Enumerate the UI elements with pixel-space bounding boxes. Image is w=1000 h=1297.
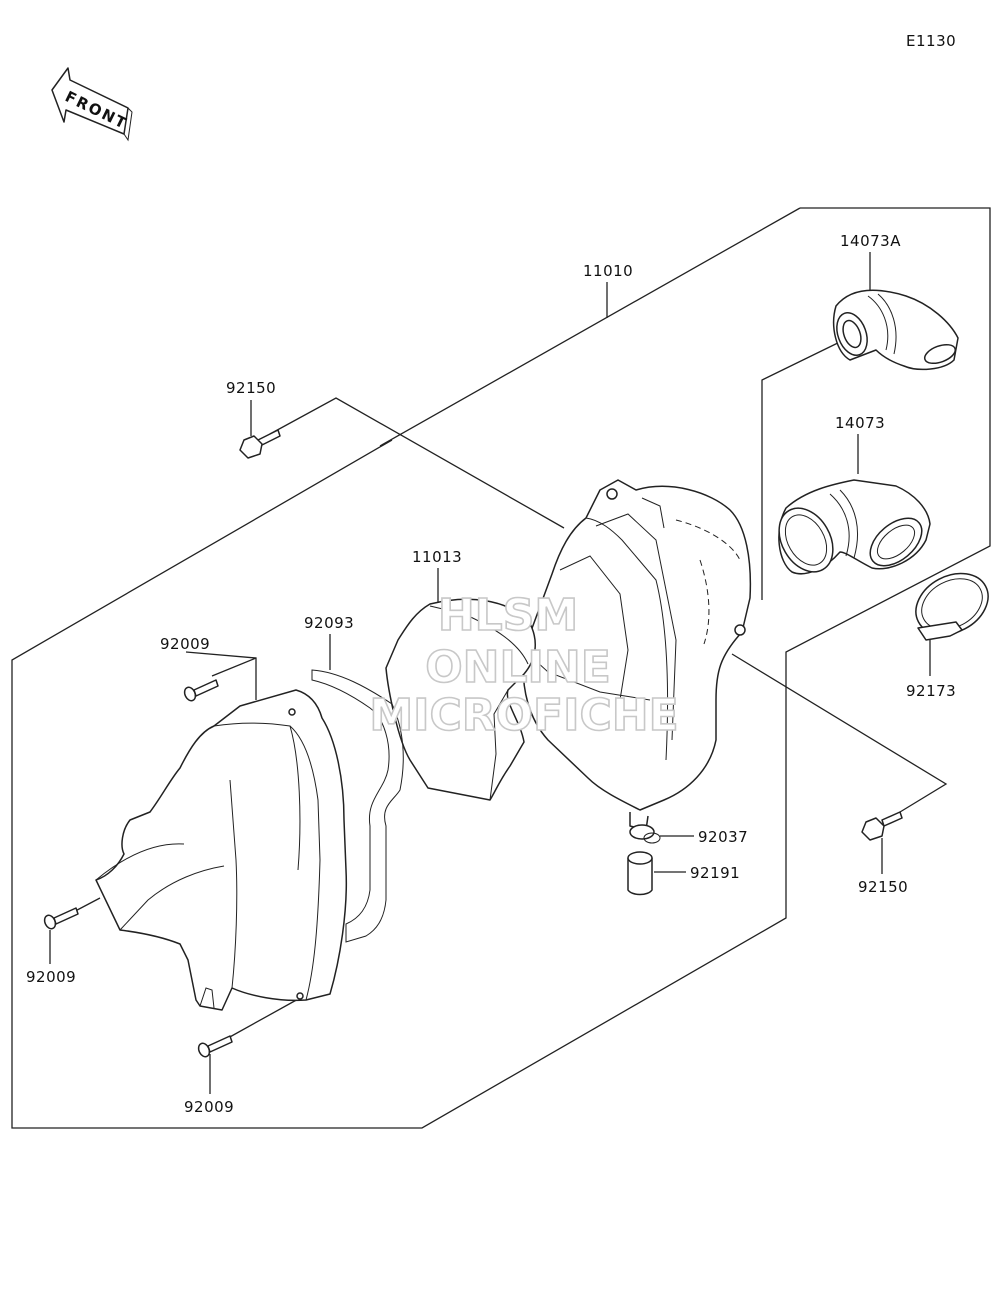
assembly-outline-inner [379, 207, 801, 447]
elbow-part-14073a [832, 289, 959, 371]
watermark-line-2: ONLINE [425, 642, 611, 693]
part-label-11010[interactable]: 11010 [583, 262, 633, 280]
part-label-92173[interactable]: 92173 [906, 682, 956, 700]
part-label-92009-top[interactable]: 92009 [160, 635, 210, 653]
diagram-code: E1130 [906, 32, 956, 50]
part-label-11013[interactable]: 11013 [412, 548, 462, 566]
part-label-14073[interactable]: 14073 [835, 414, 885, 432]
part-label-92093[interactable]: 92093 [304, 614, 354, 632]
leader-lines [49, 252, 948, 1094]
part-label-92009-left[interactable]: 92009 [26, 968, 76, 986]
screw-92009-bottom-icon [197, 1035, 233, 1058]
part-label-14073a[interactable]: 14073A [840, 232, 901, 250]
watermark-line-3: MICROFICHE [369, 690, 678, 741]
clamp-part-92173 [915, 572, 989, 641]
drain-cap-part-92191 [627, 851, 653, 896]
bolt-92150-top-icon [239, 429, 281, 459]
watermark-line-1: HLSM [438, 590, 578, 641]
front-arrow-icon: FRONT [51, 67, 133, 142]
part-label-92009-bottom[interactable]: 92009 [184, 1098, 234, 1116]
o-ring-part-92037 [629, 824, 661, 844]
part-label-92150-right[interactable]: 92150 [858, 878, 908, 896]
gasket-part-92093 [311, 669, 404, 943]
bolt-92150-right-icon [861, 811, 903, 841]
screw-92009-top-icon [183, 679, 219, 702]
part-label-92150-top[interactable]: 92150 [226, 379, 276, 397]
filter-element-11013 [385, 598, 536, 801]
watermark: HLSM ONLINE MICROFICHE [369, 589, 680, 742]
air-cleaner-cover [95, 689, 348, 1011]
part-label-92037[interactable]: 92037 [698, 828, 748, 846]
assembly-outline [11, 207, 991, 1129]
screw-92009-left-icon [43, 907, 79, 930]
duct-part-14073 [778, 479, 931, 575]
part-label-92191[interactable]: 92191 [690, 864, 740, 882]
